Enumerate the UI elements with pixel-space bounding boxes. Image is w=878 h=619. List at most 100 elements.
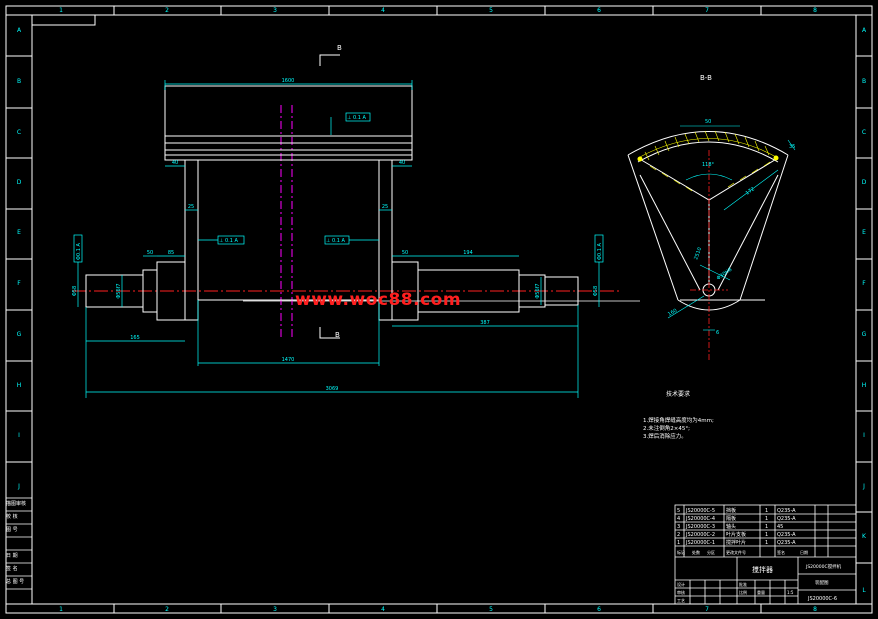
side-label-3: 图 号 <box>6 527 18 533</box>
dim-right-len: 387 <box>480 320 490 326</box>
grid-col-top-3: 3 <box>273 7 277 14</box>
grid-col-top-8: 8 <box>813 7 817 14</box>
side-label-1: 描图审核 <box>6 501 27 507</box>
bom-mat-3: 45 <box>777 524 783 530</box>
dim-right-step-b: 194 <box>463 250 473 256</box>
tb-role-design: 设计 <box>677 581 685 587</box>
grid-row-right-L: L <box>862 587 866 594</box>
grid-col-top-2: 2 <box>165 7 169 14</box>
grid-row-right-B: B <box>862 78 866 85</box>
grid-col-bot-7: 7 <box>705 606 709 613</box>
grid-col-bot-2: 2 <box>165 606 169 613</box>
bom-name-4: 叶片支板 <box>726 531 746 538</box>
bom-code-2: JS20000C-4 <box>685 516 715 522</box>
grid-row-left-C: C <box>17 129 21 136</box>
tb-col-sign: 签名 <box>777 549 785 555</box>
bom-qty-5: 1 <box>765 540 768 546</box>
tolerance-texts: ⊥ 0.1 A ⊥ 0.1 A ⊥ 0.1 A Φ0.1 A Φ0.1 A <box>76 115 603 260</box>
grid-row-right-K: K <box>862 533 867 540</box>
dim-wall-right: 25 <box>382 204 388 210</box>
grid-column-ticks <box>113 6 762 613</box>
sec-dim-angle: 118° <box>702 162 715 168</box>
grid-col-top-4: 4 <box>381 7 385 14</box>
grid-col-bot-3: 3 <box>273 606 277 613</box>
tb-scale-label: 比例 <box>739 589 747 595</box>
grid-row-right-I: I <box>863 432 865 439</box>
side-label-6: 总 图 号 <box>6 579 25 585</box>
bom-mat-4: Q235-A <box>777 532 796 538</box>
section-hatch <box>637 130 779 192</box>
bom-qty-1: 1 <box>765 508 768 514</box>
section-marker-bottom: B <box>335 331 340 339</box>
grid-row-left-E: E <box>17 229 21 236</box>
grid-row-right-E: E <box>862 229 866 236</box>
dim-top-width: 1600 <box>282 78 295 84</box>
tb-col-mark: 标记 <box>677 549 685 555</box>
grid-col-top-5: 5 <box>489 7 493 14</box>
tb-role-approve: 批准 <box>739 581 747 587</box>
bom-code-5: JS20000C-1 <box>685 540 715 546</box>
grid-row-right-C: C <box>862 129 866 136</box>
bom-qty-3: 1 <box>765 524 768 530</box>
grid-col-bot-5: 5 <box>489 606 493 613</box>
grid-col-top-1: 1 <box>59 7 63 14</box>
blade-plate <box>164 85 413 137</box>
grid-row-left-I: I <box>18 432 20 439</box>
stirrer-assembly <box>85 85 579 321</box>
sec-dim-bottom: 6 <box>716 330 719 336</box>
section-view-title: B-B <box>700 74 712 82</box>
section-centerline <box>690 150 728 360</box>
grid-row-right-A: A <box>862 27 867 34</box>
watermark-text: www.woc88.com <box>295 290 462 310</box>
blade-strip <box>164 135 413 156</box>
section-dimension-texts: 50 118° 172 35 2510 Φ30H8 160 6 <box>667 119 795 336</box>
dim-flange-right: 40 <box>399 160 405 166</box>
dim-left-dia: Φ58 <box>72 286 78 296</box>
sec-dim-len: 2510 <box>693 247 703 261</box>
tb-part-name: 搅拌器 <box>752 565 773 574</box>
dim-inner-span: 1470 <box>282 357 295 363</box>
dim-left-shaft-b: 85 <box>168 250 174 256</box>
tb-qty-label: 重量 <box>757 589 765 595</box>
bom-qty-4: 1 <box>765 532 768 538</box>
title-block-main: 搅拌器 JS20000C搅拌机 装配图 JS20000C-6 <box>752 563 842 602</box>
title-block-header: 标记 处数 分区 更改文件号 签名 日期 <box>677 549 808 555</box>
dim-right-step-a: 50 <box>402 250 408 256</box>
grid-row-right-G: G <box>862 331 867 338</box>
notes-list: 1.焊接角焊缝高度均为4mm; 2.未注倒角2×45°; 3.焊后消除应力。 <box>643 416 714 440</box>
blade-axis <box>280 105 293 340</box>
bom-mat-1: Q235-A <box>777 508 796 514</box>
bom-code-4: JS20000C-2 <box>685 532 715 538</box>
left-support-plate <box>184 159 199 321</box>
grid-row-left-B: B <box>17 78 21 85</box>
grid-row-left-J: J <box>17 483 20 490</box>
note-item-3: 3.焊后消除应力。 <box>643 432 687 440</box>
bom-mat-2: Q235-A <box>777 516 796 522</box>
side-block-lines <box>5 497 33 605</box>
dimension-texts: 1600 40 40 25 25 50 85 50 194 165 387 14… <box>72 78 599 392</box>
bom-code-1: JS20000C-5 <box>685 508 715 514</box>
tol-left: ⊥ 0.1 A <box>219 238 238 244</box>
bom-code-3: JS20000C-3 <box>685 524 715 530</box>
grid-col-bot-6: 6 <box>597 606 601 613</box>
grid-col-top-7: 7 <box>705 7 709 14</box>
bom-name-3: 轴头 <box>726 523 736 530</box>
tb-role-review: 审核 <box>677 589 685 595</box>
section-view <box>627 131 789 311</box>
bom-mat-5: Q235-A <box>777 540 796 546</box>
grid-row-right-D: D <box>862 179 867 186</box>
grid-row-ticks <box>6 55 872 564</box>
tb-part-title: JS20000C搅拌机 <box>805 563 842 570</box>
grid-row-right-H: H <box>862 382 867 389</box>
bom-no-3: 3 <box>677 524 680 530</box>
sec-dim-right: 35 <box>789 144 795 150</box>
title-block-lines <box>674 504 857 605</box>
tb-col-doc: 更改文件号 <box>726 549 746 555</box>
grid-col-bot-8: 8 <box>813 606 817 613</box>
tol-right-datum: Φ0.1 A <box>597 243 603 260</box>
section-marker-top: B <box>337 44 342 52</box>
tb-sheet: 1:5 <box>787 590 794 595</box>
title-block-roles: 设计 审核 工艺 批准 比例 重量 1:5 <box>677 581 794 603</box>
side-label-5: 签 名 <box>6 566 18 572</box>
